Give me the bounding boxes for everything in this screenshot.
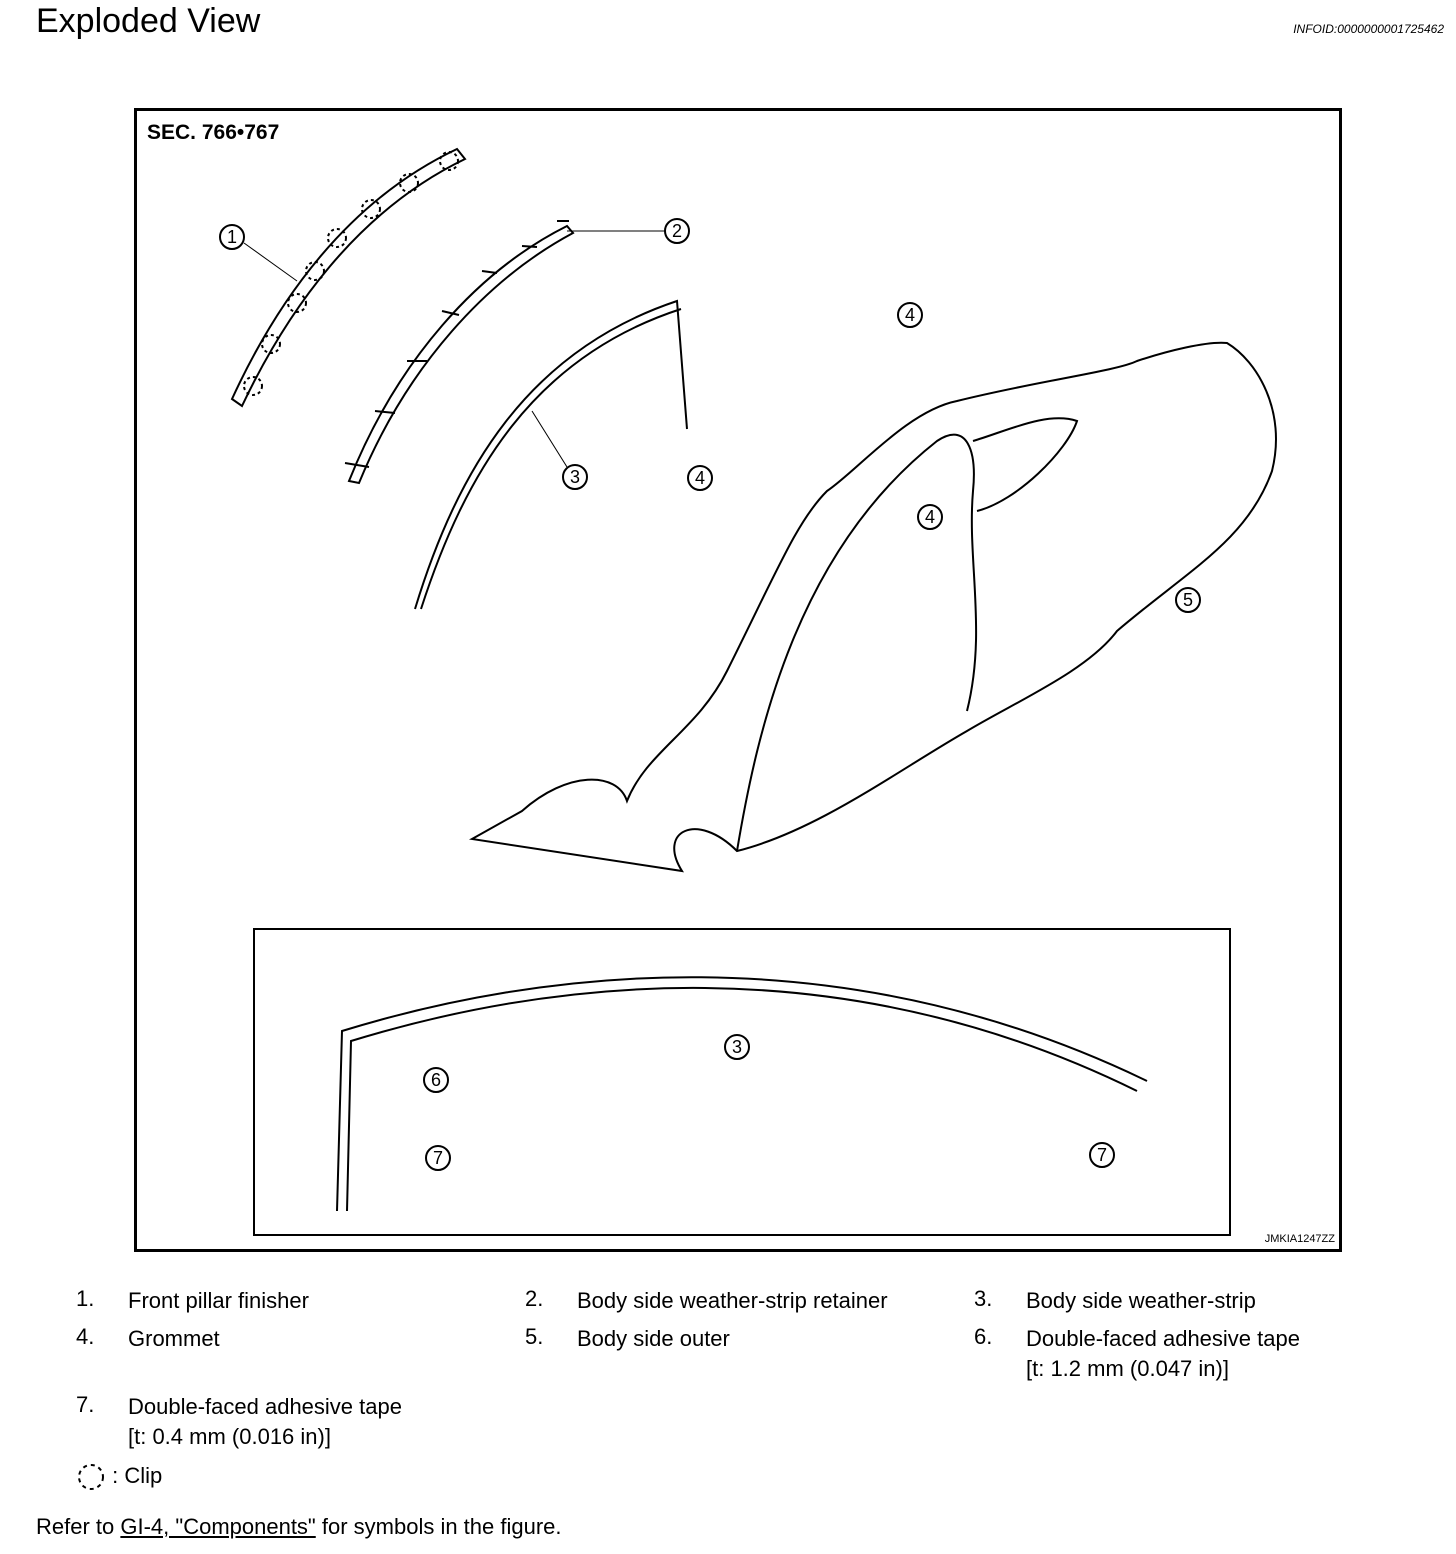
body-side-outer-part (468, 341, 1277, 873)
callout-3-inset: 3 (724, 1034, 750, 1060)
svg-text:3: 3 (732, 1037, 742, 1057)
page-title: Exploded View (36, 2, 261, 40)
weather-strip-part (414, 299, 688, 610)
svg-text:5: 5 (1183, 590, 1193, 610)
svg-text:2: 2 (672, 221, 682, 241)
svg-text:3: 3 (570, 467, 580, 487)
components-link[interactable]: GI-4, "Components" (120, 1514, 316, 1539)
callout-4b: 4 (687, 465, 713, 491)
callout-7b: 7 (1089, 1142, 1115, 1168)
callout-4c: 4 (917, 504, 943, 530)
exploded-view-figure: 1 2 3 4 4 4 5 3 6 7 7 SEC. 766•767 JMKIA… (134, 108, 1342, 1252)
svg-text:7: 7 (1097, 1145, 1107, 1165)
callout-1: 1 (219, 224, 298, 282)
callout-6: 6 (423, 1067, 449, 1093)
svg-text:4: 4 (695, 468, 705, 488)
svg-text:7: 7 (433, 1148, 443, 1168)
weather-strip-retainer-part (347, 224, 575, 485)
section-label: SEC. 766•767 (147, 121, 280, 144)
callout-labels: 1 2 3 4 4 4 5 3 6 7 7 (219, 218, 1201, 1171)
reference-note: Refer to GI-4, "Components" for symbols … (36, 1514, 562, 1539)
clip-legend: : Clip (76, 1462, 162, 1492)
callout-4a: 4 (897, 302, 923, 328)
callout-5: 5 (1175, 587, 1201, 613)
figure-code: JMKIA1247ZZ (1264, 1233, 1335, 1245)
svg-text:4: 4 (905, 305, 915, 325)
front-pillar-finisher-part (230, 147, 467, 408)
clip-icon (78, 1464, 104, 1490)
exploded-view-drawing: 1 2 3 4 4 4 5 3 6 7 7 (219, 147, 1277, 1236)
info-id: INFOID:0000000001725462 (1293, 22, 1444, 36)
callout-3: 3 (531, 410, 588, 490)
detail-inset (253, 928, 1231, 1236)
callout-7a: 7 (425, 1145, 451, 1171)
clip-markers (243, 151, 459, 396)
svg-text:1: 1 (227, 227, 237, 247)
svg-text:6: 6 (431, 1070, 441, 1090)
callout-2: 2 (567, 218, 690, 244)
svg-text:4: 4 (925, 507, 935, 527)
